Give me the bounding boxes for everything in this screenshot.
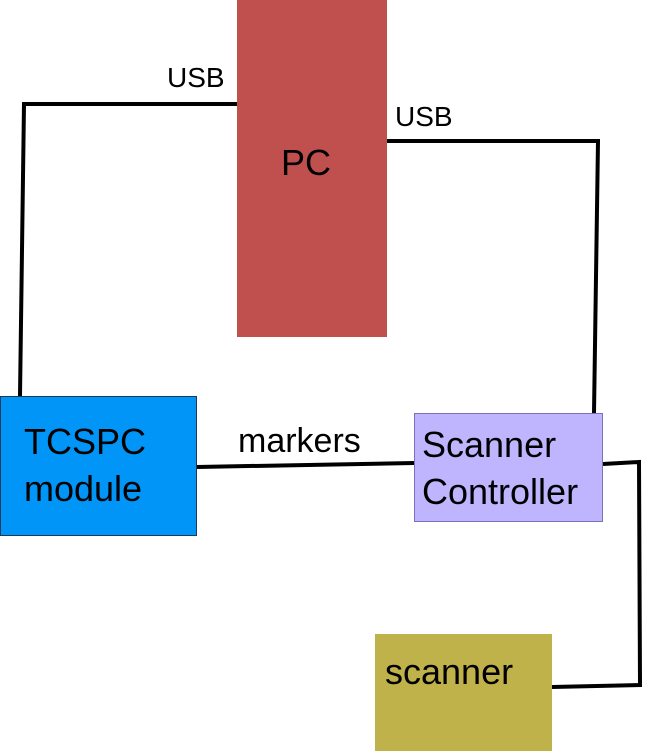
wire-tcspc-to-scanner-controller (196, 461, 415, 469)
scanner-label: scanner (385, 651, 514, 692)
scanner-controller-block: Scanner Controller (414, 413, 603, 522)
markers-label: markers (238, 422, 361, 460)
usb-label-tcspc-pc: USB (167, 62, 225, 93)
usb-label-pc-scanner-controller: USB (395, 101, 453, 132)
wire-pc-to-scanner-controller (387, 139, 601, 414)
scanner-controller-label: Scanner Controller (422, 424, 579, 512)
wire-scanner-controller-to-scanner (551, 459, 643, 689)
scanner-block: scanner (375, 634, 552, 751)
wire-tcspc-to-pc (18, 102, 237, 397)
tcspc-module-label: TCSPC module (24, 421, 147, 509)
pc-block: PC (237, 0, 387, 337)
pc-label: PC (281, 142, 332, 183)
tcspc-module-block: TCSPC module (0, 396, 197, 536)
